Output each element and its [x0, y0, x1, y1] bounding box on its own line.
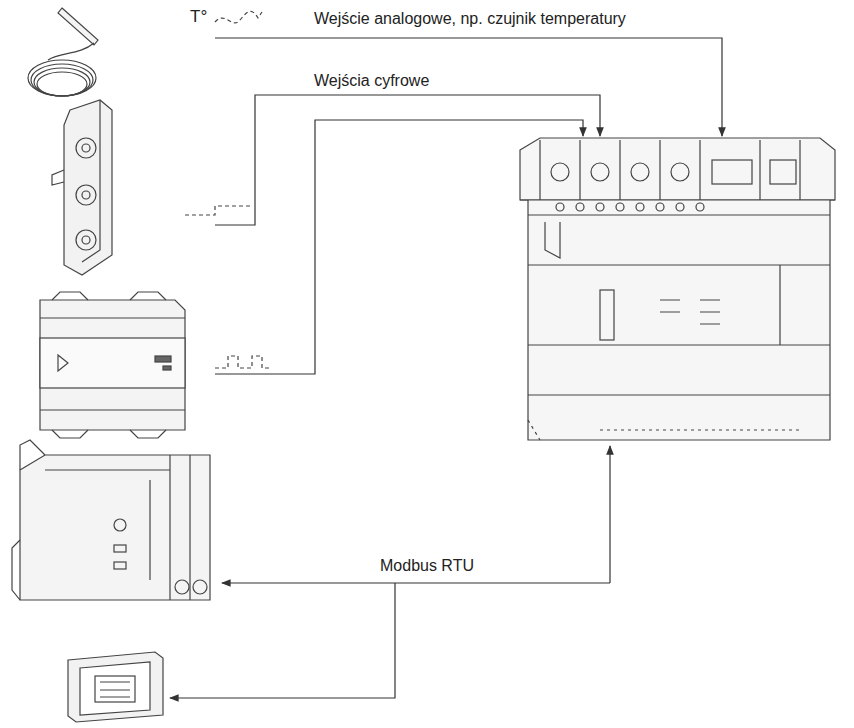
energy-meter [40, 292, 185, 438]
signal-label: Wejście analogowe, np. czujnik temperatu… [312, 10, 628, 28]
digital-wire [215, 120, 583, 374]
digital-signal-symbol [185, 206, 250, 215]
gateway-device [520, 138, 835, 440]
signal-label: Wejścia cyfrowe [312, 72, 431, 90]
analog-wire [215, 38, 722, 136]
modbus-wire [222, 582, 610, 583]
analog-signal-symbol [215, 11, 262, 22]
auxiliary-contact [52, 100, 112, 275]
temperature-sensor [28, 8, 98, 96]
signal-label: Modbus RTU [378, 557, 476, 575]
signal-label: T° [188, 8, 209, 26]
pulse-signal-symbol [215, 356, 272, 368]
digital-wire [215, 95, 600, 225]
modbus-wire [609, 446, 610, 583]
modbus-wire [170, 583, 395, 698]
circuit-breaker [12, 440, 210, 600]
power-meter [68, 652, 163, 722]
